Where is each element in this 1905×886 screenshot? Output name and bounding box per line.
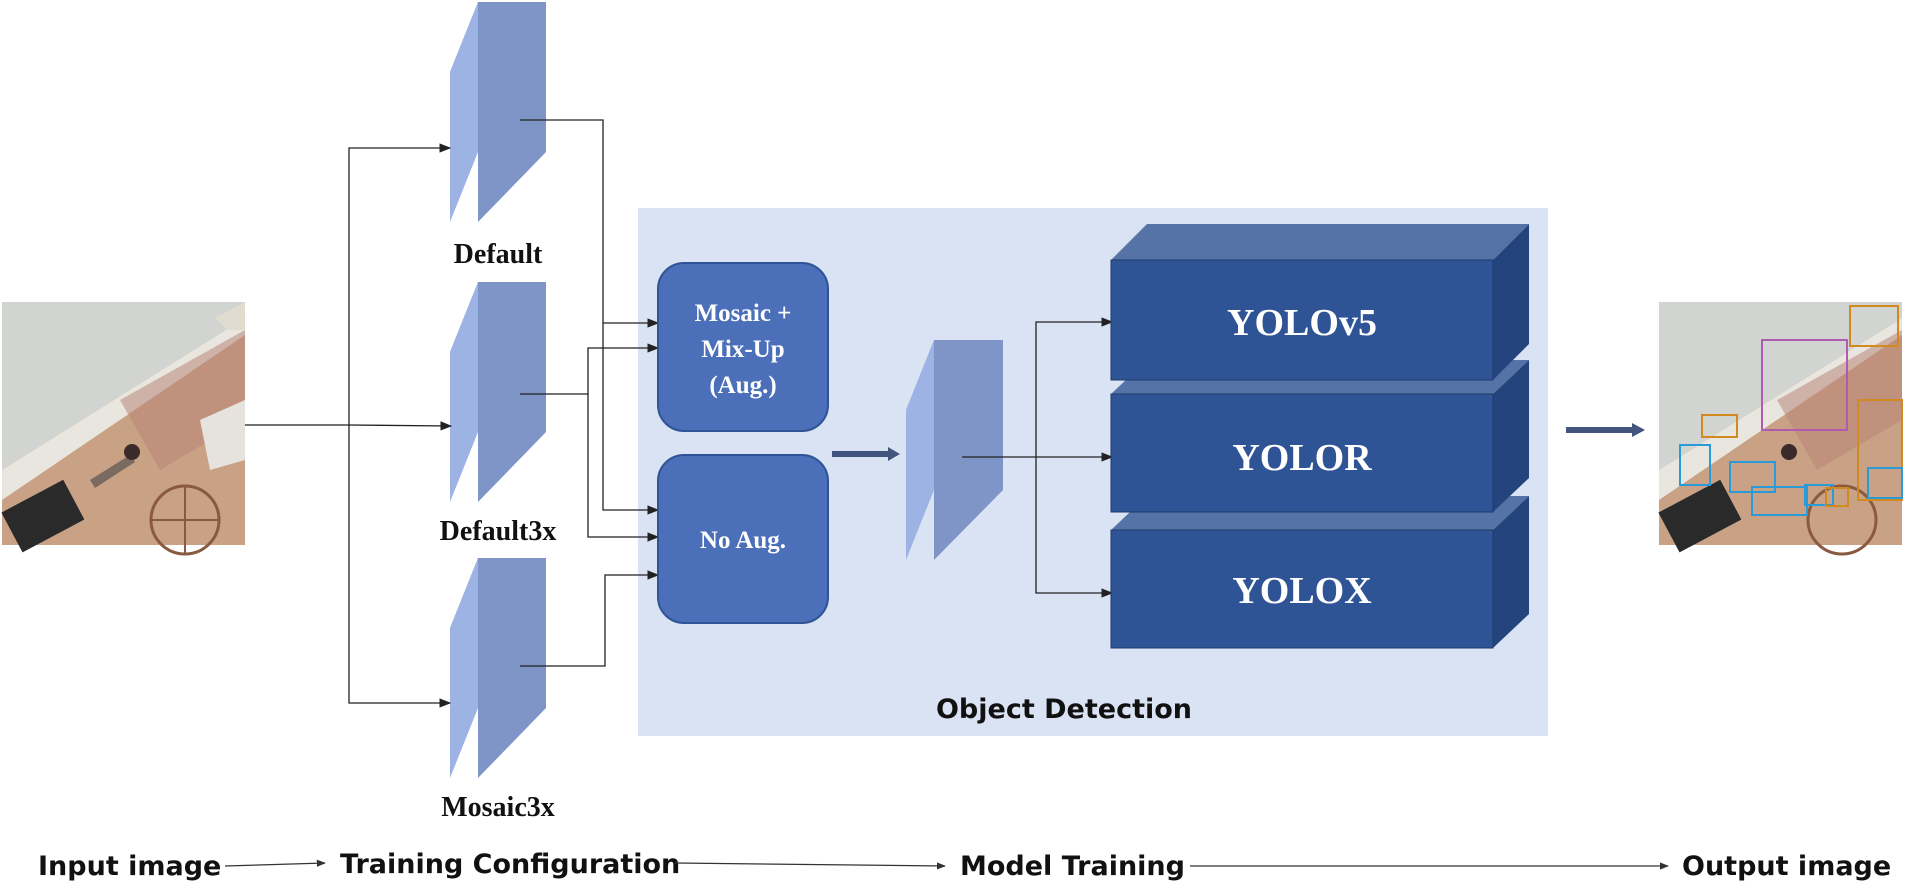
object-detection-title: Object Detection	[936, 694, 1192, 725]
model-yolox-label: YOLOX	[1232, 570, 1371, 612]
model-connectors	[962, 317, 1114, 598]
prism-merged	[906, 340, 1003, 560]
mosaic-mixup-line2: Mix-Up	[701, 336, 784, 363]
label-mosaic3x: Mosaic3x	[441, 792, 555, 823]
output-image	[1658, 302, 1903, 556]
no-aug-label: No Aug.	[700, 527, 786, 554]
stage-output-image: Output image	[1682, 851, 1891, 882]
output-arrow	[1566, 423, 1645, 437]
model-yolor-label: YOLOR	[1232, 437, 1372, 479]
stage-training-configuration: Training Configuration	[340, 849, 680, 880]
mosaic-mixup-line1: Mosaic +	[695, 300, 792, 327]
model-yolor	[1110, 360, 1529, 513]
input-connectors	[245, 143, 453, 708]
model-yolov5-label: YOLOv5	[1227, 302, 1377, 344]
stage-arrows	[224, 859, 1669, 870]
stage-model-training: Model Training	[960, 851, 1185, 882]
prism-mosaic3x	[450, 558, 546, 778]
mosaic-mixup-line3: (Aug.)	[709, 372, 776, 399]
stage-input-image: Input image	[38, 851, 221, 882]
input-image	[1, 302, 245, 556]
no-aug-box	[657, 454, 829, 624]
prism-default	[450, 2, 546, 222]
mosaic-mixup-box	[657, 262, 829, 432]
prism-default3x	[450, 282, 546, 502]
label-default: Default	[454, 239, 543, 270]
model-yolov5	[1110, 224, 1529, 381]
model-yolox	[1110, 496, 1529, 649]
label-default3x: Default3x	[440, 516, 557, 547]
config-connectors	[520, 119, 660, 667]
merge-arrow	[832, 447, 900, 461]
